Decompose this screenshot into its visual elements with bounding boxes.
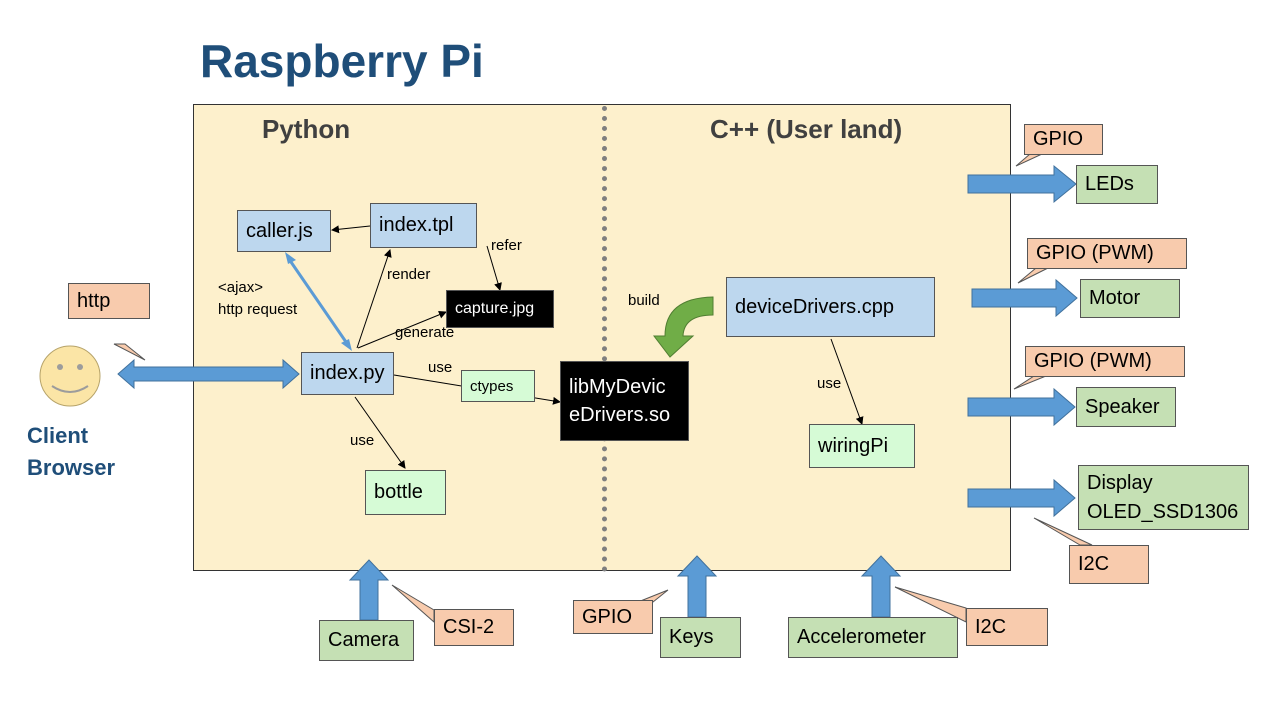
accelerometer-box: Accelerometer bbox=[788, 617, 958, 658]
cpp-section-label: C++ (User land) bbox=[710, 114, 903, 144]
bottle-box: bottle bbox=[365, 470, 446, 515]
gpio-pwm-motor-callout: GPIO (PWM) bbox=[1027, 238, 1187, 269]
index-tpl-box: index.tpl bbox=[370, 203, 477, 248]
generate-label: generate bbox=[395, 324, 455, 341]
speaker-box: Speaker bbox=[1076, 387, 1176, 427]
index-py-box: index.py bbox=[301, 352, 394, 395]
csi2-callout-tail bbox=[391, 584, 435, 624]
http-request-label: http request bbox=[218, 301, 298, 318]
gpio-leds-callout: GPIO bbox=[1024, 124, 1103, 155]
python-section-label: Python bbox=[262, 114, 351, 144]
keys-box: Keys bbox=[660, 617, 741, 658]
client-label-line1: Client bbox=[27, 423, 89, 448]
lib-line2: eDrivers.so bbox=[569, 404, 671, 426]
dd-use-wiringpi bbox=[830, 338, 864, 425]
use-bottle-label: use bbox=[350, 432, 375, 449]
tpl-to-caller bbox=[331, 225, 371, 234]
i2c-display-callout: I2C bbox=[1069, 545, 1149, 584]
csi2-callout: CSI-2 bbox=[434, 609, 514, 646]
ctypes-box: ctypes bbox=[461, 370, 535, 402]
gpio-pwm-motor-callout-tail bbox=[1017, 267, 1049, 284]
keys-arrow bbox=[676, 555, 718, 618]
client-browser-label: Client Browser bbox=[27, 420, 115, 484]
build-label: build bbox=[628, 292, 660, 309]
lib-line1: libMyDevic bbox=[569, 376, 666, 398]
gpio-pwm-speaker-callout: GPIO (PWM) bbox=[1025, 346, 1185, 377]
display-box: Display OLED_SSD1306 bbox=[1078, 465, 1249, 530]
refer-label: refer bbox=[491, 237, 522, 254]
ajax-label: <ajax> bbox=[218, 279, 264, 296]
capture-jpg-box: capture.jpg bbox=[446, 290, 554, 328]
py-render-tpl bbox=[356, 249, 392, 349]
use-wiringpi-label: use bbox=[817, 375, 842, 392]
caller-js-box: caller.js bbox=[237, 210, 331, 252]
render-label: render bbox=[387, 266, 431, 283]
http-callout: http bbox=[68, 283, 150, 319]
client-label-line2: Browser bbox=[27, 455, 116, 480]
accelerometer-arrow bbox=[860, 555, 902, 618]
display-arrow bbox=[967, 478, 1076, 518]
output-arrows bbox=[967, 164, 1078, 518]
device-drivers-cpp-box: deviceDrivers.cpp bbox=[726, 277, 935, 337]
py-use-bottle bbox=[354, 396, 406, 469]
motor-arrow bbox=[971, 278, 1078, 318]
display-line2: OLED_SSD1306 bbox=[1087, 500, 1239, 523]
motor-box: Motor bbox=[1080, 279, 1180, 318]
tpl-refer-capture bbox=[486, 245, 502, 291]
gpio-keys-callout: GPIO bbox=[573, 600, 653, 634]
python-cpp-divider bbox=[602, 106, 607, 572]
http-double-arrow bbox=[117, 358, 300, 390]
speaker-arrow bbox=[967, 387, 1076, 427]
leds-box: LEDs bbox=[1076, 165, 1158, 204]
camera-arrow bbox=[348, 559, 390, 621]
wiringpi-box: wiringPi bbox=[809, 424, 915, 468]
http-callout-tail bbox=[113, 343, 146, 361]
page-title: Raspberry Pi bbox=[200, 35, 484, 87]
camera-box: Camera bbox=[319, 620, 414, 661]
build-arrow bbox=[652, 296, 714, 358]
use-ctypes-label: use bbox=[428, 359, 453, 376]
lib-my-device-drivers-box: libMyDevic eDrivers.so bbox=[560, 361, 689, 441]
py-generate-capture bbox=[357, 310, 447, 349]
display-line1: Display bbox=[1087, 471, 1153, 494]
client-face-icon bbox=[39, 345, 101, 407]
i2c-accel-callout: I2C bbox=[966, 608, 1048, 646]
gpio-leds-callout-tail bbox=[1015, 153, 1043, 167]
input-arrows bbox=[348, 555, 902, 621]
ajax-arrow bbox=[285, 252, 352, 351]
gpio-pwm-speaker-callout-tail bbox=[1013, 375, 1047, 390]
leds-arrow bbox=[967, 164, 1077, 204]
